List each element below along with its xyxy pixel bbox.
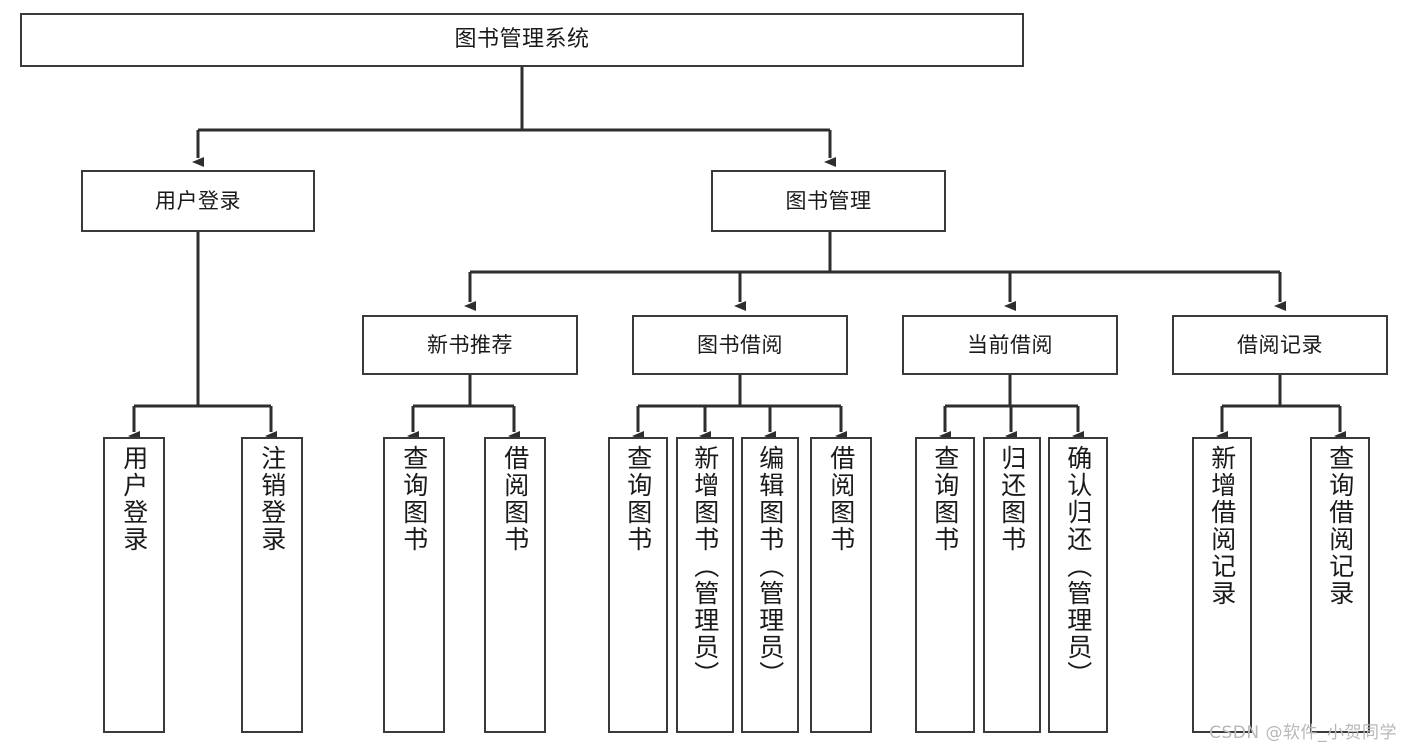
leaf-borrow-add-book-label: 新增图书（管理员） bbox=[690, 445, 720, 688]
leaf-current-return-book[interactable]: 归还图书 bbox=[983, 437, 1041, 733]
leaf-current-return-book-label: 归还图书 bbox=[997, 445, 1027, 553]
leaf-borrow-borrow-book[interactable]: 借阅图书 bbox=[810, 437, 872, 733]
node-book-management-label: 图书管理 bbox=[785, 188, 872, 213]
leaf-new-book-borrow[interactable]: 借阅图书 bbox=[484, 437, 546, 733]
leaf-current-confirm-return[interactable]: 确认归还（管理员） bbox=[1048, 437, 1108, 733]
leaf-new-book-query-label: 查询图书 bbox=[399, 445, 429, 553]
leaf-borrow-query-book-label: 查询图书 bbox=[623, 445, 653, 553]
node-root-system-label: 图书管理系统 bbox=[454, 27, 590, 53]
node-new-book-recommend-label: 新书推荐 bbox=[427, 332, 513, 357]
node-book-borrow-label: 图书借阅 bbox=[697, 332, 783, 357]
leaf-borrow-edit-book[interactable]: 编辑图书（管理员） bbox=[741, 437, 799, 733]
leaf-user-login-logout[interactable]: 注销登录 bbox=[241, 437, 303, 733]
leaf-new-book-query[interactable]: 查询图书 bbox=[383, 437, 445, 733]
leaf-record-query[interactable]: 查询借阅记录 bbox=[1310, 437, 1370, 733]
node-borrow-record[interactable]: 借阅记录 bbox=[1172, 315, 1388, 375]
leaf-user-login-login-label: 用户登录 bbox=[119, 445, 149, 553]
leaf-current-confirm-return-label: 确认归还（管理员） bbox=[1063, 445, 1093, 688]
leaf-borrow-add-book[interactable]: 新增图书（管理员） bbox=[676, 437, 734, 733]
node-new-book-recommend[interactable]: 新书推荐 bbox=[362, 315, 578, 375]
node-current-borrow[interactable]: 当前借阅 bbox=[902, 315, 1118, 375]
node-book-borrow[interactable]: 图书借阅 bbox=[632, 315, 848, 375]
node-user-login[interactable]: 用户登录 bbox=[81, 170, 315, 232]
leaf-current-query-book[interactable]: 查询图书 bbox=[915, 437, 975, 733]
node-current-borrow-label: 当前借阅 bbox=[967, 332, 1053, 357]
leaf-record-add-label: 新增借阅记录 bbox=[1207, 445, 1237, 607]
leaf-borrow-query-book[interactable]: 查询图书 bbox=[608, 437, 668, 733]
node-book-management[interactable]: 图书管理 bbox=[711, 170, 946, 232]
node-borrow-record-label: 借阅记录 bbox=[1237, 332, 1323, 357]
leaf-user-login-login[interactable]: 用户登录 bbox=[103, 437, 165, 733]
leaf-record-query-label: 查询借阅记录 bbox=[1325, 445, 1355, 607]
leaf-record-add[interactable]: 新增借阅记录 bbox=[1192, 437, 1252, 733]
leaf-borrow-edit-book-label: 编辑图书（管理员） bbox=[755, 445, 785, 688]
node-root-system[interactable]: 图书管理系统 bbox=[20, 13, 1024, 67]
leaf-borrow-borrow-book-label: 借阅图书 bbox=[826, 445, 856, 553]
node-user-login-label: 用户登录 bbox=[155, 188, 241, 213]
leaf-current-query-book-label: 查询图书 bbox=[930, 445, 960, 553]
csdn-watermark: CSDN @软件_小贺同学 bbox=[1209, 723, 1397, 743]
leaf-user-login-logout-label: 注销登录 bbox=[257, 445, 287, 553]
leaf-new-book-borrow-label: 借阅图书 bbox=[500, 445, 530, 553]
